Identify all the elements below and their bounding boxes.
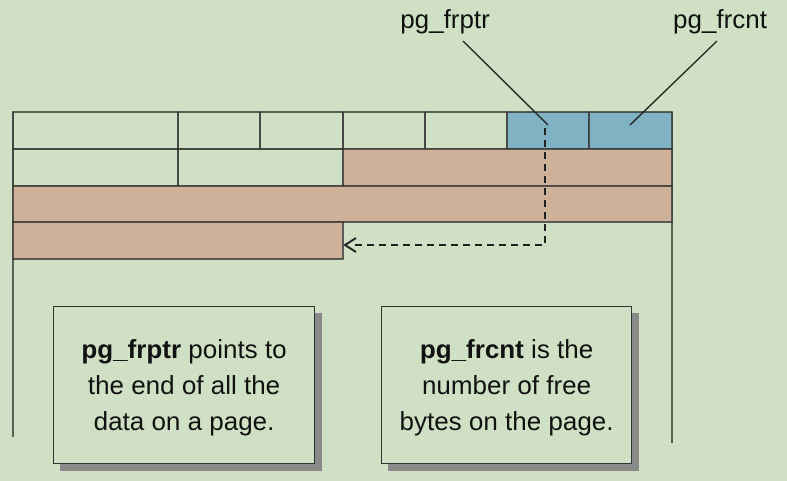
frcnt-note: pg_frcnt is the number of free bytes on … <box>381 306 632 464</box>
header-cell <box>12 148 179 187</box>
header-cell <box>177 111 261 150</box>
frptr-field <box>506 111 590 150</box>
frptr-pointer-arrow <box>352 128 546 246</box>
frcnt-leader-line <box>629 40 718 126</box>
frptr-note-term: pg_frptr <box>81 334 182 364</box>
header-cell <box>12 111 179 150</box>
header-cell <box>342 111 426 150</box>
frcnt-note-term: pg_frcnt <box>419 334 524 364</box>
frptr-note: pg_frptr points to the end of all the da… <box>53 306 315 464</box>
arrowhead <box>343 237 357 253</box>
data-area <box>12 185 673 223</box>
frptr-leader-line <box>462 40 549 126</box>
data-area <box>12 221 344 260</box>
header-cell <box>424 111 508 150</box>
frcnt-note-text: is the number of free bytes on the page. <box>399 334 614 436</box>
frcnt-label: pg_frcnt <box>673 4 768 34</box>
data-area <box>342 148 673 187</box>
frcnt-field <box>588 111 673 150</box>
header-cell <box>177 148 344 187</box>
frptr-note-text: points to the end of all the data on a p… <box>87 334 287 436</box>
header-cell <box>259 111 344 150</box>
frptr-label: pg_frptr <box>400 4 490 34</box>
